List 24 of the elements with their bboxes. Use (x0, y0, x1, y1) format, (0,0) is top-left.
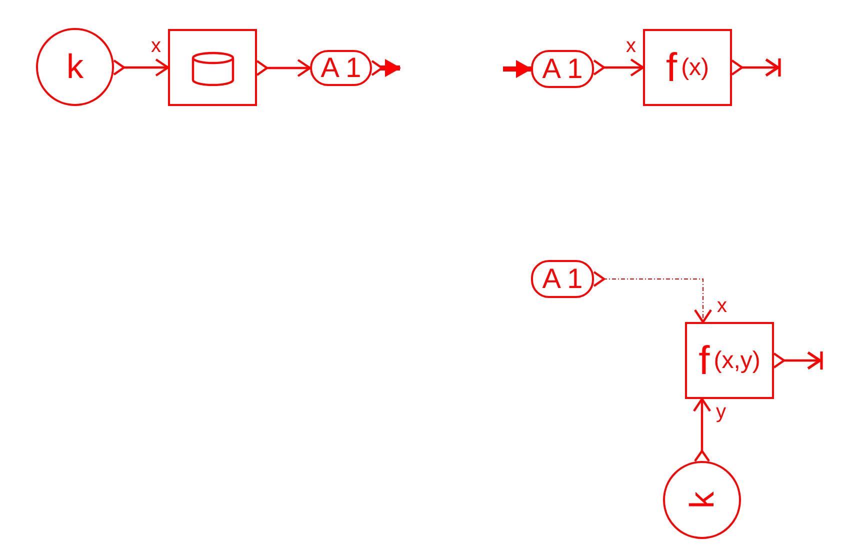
process-box (685, 322, 774, 399)
connector-pill (531, 260, 594, 298)
flow-arrow (503, 60, 532, 78)
argument-label: (x) (681, 56, 710, 80)
node-label: k (66, 50, 84, 84)
node-label: f (698, 340, 710, 380)
node-label: k (685, 492, 719, 508)
connector-arrow (772, 350, 823, 371)
connector-arrow (112, 58, 170, 77)
node-label: A 1 (542, 265, 583, 293)
node-label: A 1 (320, 54, 362, 82)
connector-arrow (692, 398, 712, 462)
connector-arrow (256, 58, 312, 78)
process-box (643, 29, 732, 106)
node-label: A 1 (542, 55, 583, 83)
connector-pill (310, 50, 372, 86)
connector-arrow (592, 58, 644, 77)
connector-arrow (592, 270, 712, 324)
connector-pill (531, 50, 594, 88)
flow-arrow (370, 59, 401, 77)
argument-label: (x,y) (714, 348, 760, 372)
node-label: f (666, 48, 678, 88)
process-box (168, 29, 257, 106)
connector-arrow (730, 57, 781, 78)
